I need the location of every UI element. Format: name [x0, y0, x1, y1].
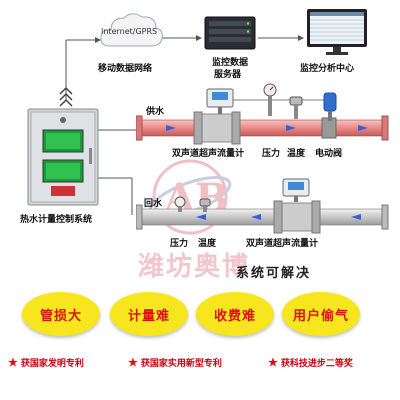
- supply-pressure-label: 压力: [262, 149, 281, 159]
- supply-valve-label: 电动阀: [315, 149, 343, 159]
- server-icon: [204, 16, 256, 50]
- cloud-icon: [100, 13, 163, 47]
- return-pressure-gauge-icon: [174, 196, 186, 212]
- flowmeter-transmitter-icon: [206, 88, 234, 114]
- star-icon: ★: [268, 356, 278, 369]
- return-temperature-label: 温度: [198, 239, 217, 249]
- mobile-network-label: 移动数据网络: [98, 64, 153, 74]
- server-center-arrow: [298, 35, 304, 41]
- problem-theft: 用户偷气: [282, 292, 360, 336]
- supply-pipe: [136, 111, 389, 145]
- problem-pipe-loss: 管损大: [22, 292, 100, 336]
- award-tech-progress: ★获科技进步二等奖: [268, 356, 353, 369]
- award-invention-patent: ★获国家发明专利: [8, 356, 84, 369]
- brand-watermark: 潍坊奥博: [138, 252, 251, 282]
- supply-label: 供水: [146, 107, 165, 117]
- server-label-1: 监控数据: [212, 58, 249, 68]
- return-label: 回水: [144, 199, 163, 209]
- temperature-sensor-icon: [289, 96, 303, 119]
- solve-title: 系统可解决: [236, 266, 312, 281]
- server-label-2: 服务器: [214, 70, 242, 80]
- return-pipe: [136, 200, 389, 234]
- supply-flowmeter-label: 双声道超声流量计: [172, 149, 245, 159]
- electric-valve-actuator-icon: [323, 92, 337, 121]
- return-pressure-label: 压力: [170, 239, 189, 249]
- cloud-label: Internet/GPRS: [101, 27, 158, 36]
- award-utility-patent: ★获国家实用新型专利: [128, 356, 222, 369]
- uplink-arrowhead: [95, 37, 101, 43]
- cloud-server-arrow: [196, 35, 202, 41]
- control-cabinet: [27, 108, 99, 206]
- return-temperature-sensor-icon: [199, 198, 211, 212]
- center-label: 监控分析中心: [300, 64, 355, 74]
- return-flowmeter-label: 双声道超声流量计: [246, 239, 319, 249]
- star-icon: ★: [128, 356, 138, 369]
- control-system-label: 热水计量控制系统: [20, 215, 93, 225]
- signal-chevrons: [59, 86, 73, 107]
- problem-metering: 计量难: [110, 292, 188, 336]
- problem-billing: 收费难: [196, 292, 274, 336]
- star-icon: ★: [8, 356, 18, 369]
- return-flowmeter-transmitter-icon: [282, 178, 310, 202]
- pressure-gauge-icon: [263, 83, 277, 116]
- monitor-icon: [307, 9, 367, 55]
- supply-temperature-label: 温度: [287, 149, 306, 159]
